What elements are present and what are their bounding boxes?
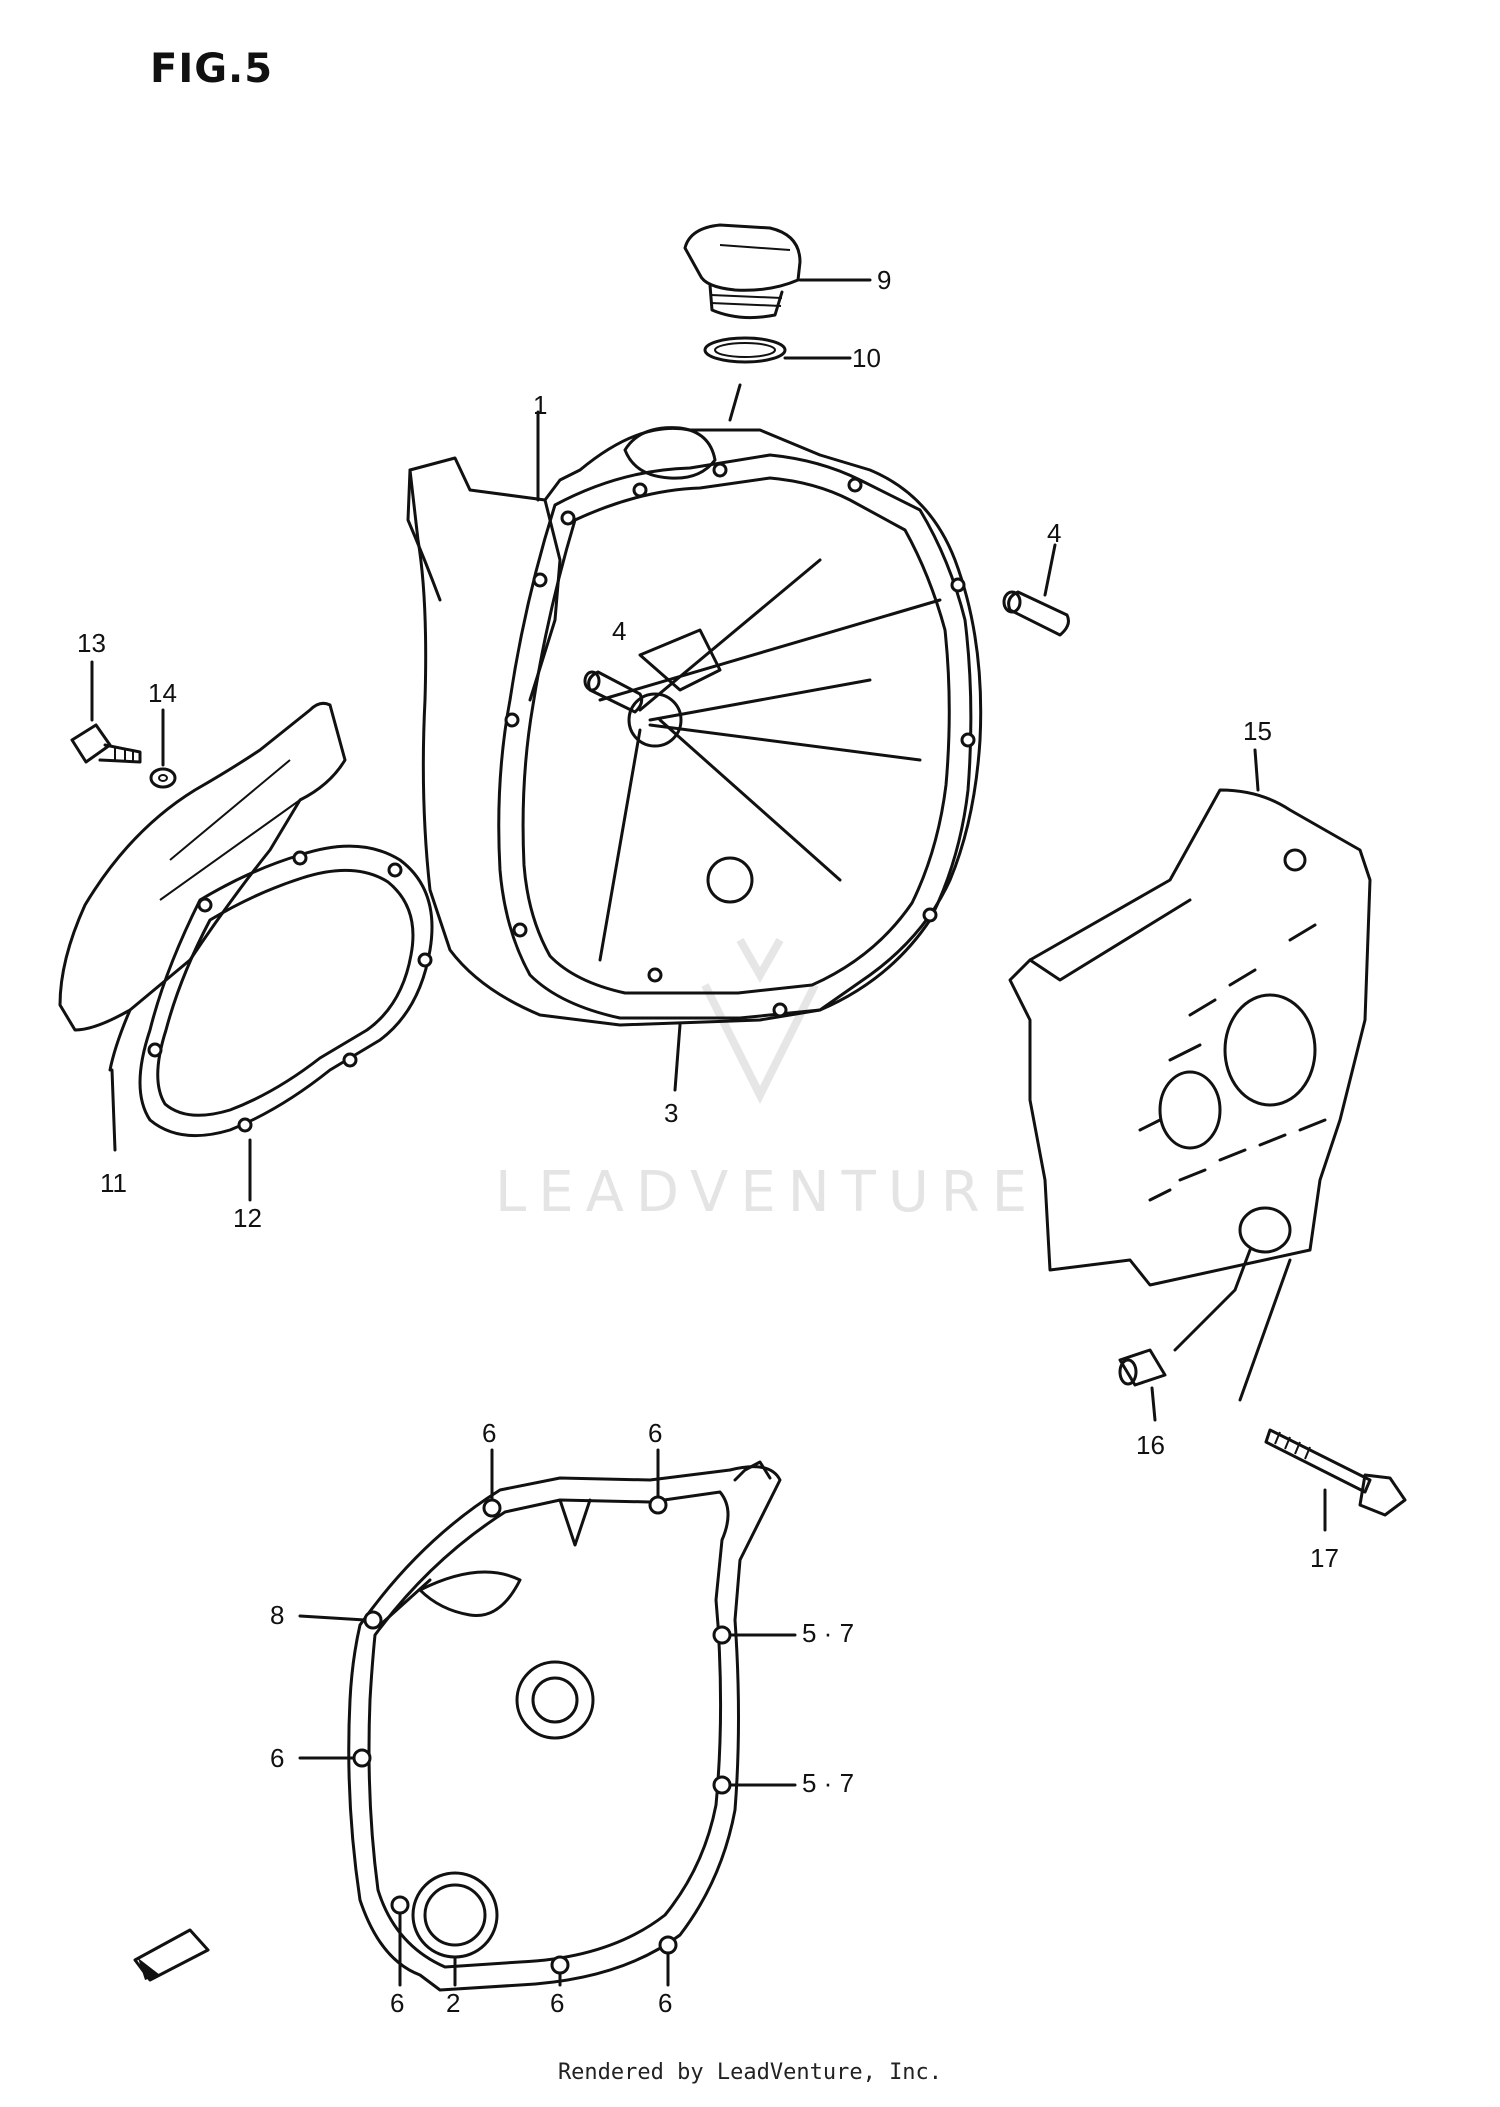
callout-16: 16	[1136, 1430, 1165, 1460]
callout-14: 14	[148, 678, 177, 708]
housing-spokes	[598, 558, 942, 962]
callout-13: 13	[77, 628, 106, 658]
oil-filler-cap-part	[683, 223, 872, 320]
callout-11: 11	[100, 1168, 127, 1198]
side-cover-gasket-part	[138, 844, 434, 1202]
bolt-13-part	[70, 660, 142, 764]
callout-4-upper: 4	[1047, 518, 1062, 548]
forward-arrow-icon	[133, 1928, 210, 1982]
spacer-16-part	[1118, 1348, 1167, 1422]
callout-1: 1	[533, 390, 548, 420]
callout-17: 17	[1310, 1543, 1339, 1573]
callout-15: 15	[1243, 716, 1272, 746]
cover-gasket-part	[497, 453, 976, 1092]
crankcase-housing-part	[406, 410, 983, 1027]
callout-8: 8	[270, 1600, 285, 1630]
callout-6-left: 6	[270, 1743, 285, 1773]
callout-6-top-left: 6	[482, 1418, 497, 1448]
long-bolt-17-part	[1264, 1428, 1407, 1532]
cover-plate-part	[1008, 748, 1372, 1402]
callout-6-bottom-mid: 6	[550, 1988, 565, 2018]
callout-5-7-lower: 5 · 7	[802, 1768, 855, 1798]
callout-6-top-right: 6	[648, 1418, 663, 1448]
callout-3: 3	[664, 1098, 679, 1128]
washer-14-part	[149, 708, 177, 789]
footer-credit: Rendered by LeadVenture, Inc.	[557, 2060, 943, 2085]
callout-9: 9	[877, 265, 892, 295]
callout-6-bottom-right: 6	[658, 1988, 673, 2018]
o-ring-part	[703, 336, 852, 422]
callout-6-bottom-left: 6	[390, 1988, 405, 2018]
callout-5-7-upper: 5 · 7	[802, 1618, 855, 1648]
clutch-cover-part	[298, 1448, 797, 1992]
callout-4-inner: 4	[612, 616, 627, 646]
callout-10: 10	[852, 343, 881, 373]
callout-2: 2	[446, 1988, 461, 2018]
side-cover-part	[58, 701, 347, 1152]
callout-12: 12	[233, 1203, 262, 1233]
figure-title: FIG.5	[150, 46, 274, 92]
watermark-text: LEADVENTURE	[495, 1160, 1040, 1225]
dowel-pin-part	[583, 543, 1070, 714]
